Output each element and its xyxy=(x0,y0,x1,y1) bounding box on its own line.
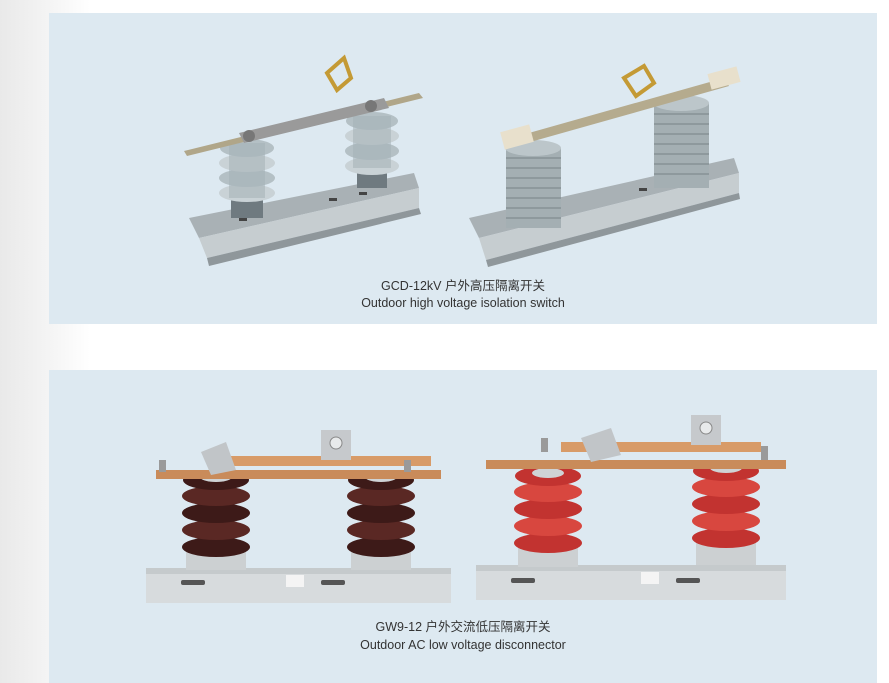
product-image-gcd-right xyxy=(469,63,741,267)
caption-en: Outdoor AC low voltage disconnector xyxy=(360,638,566,652)
product-panel-gcd: GCD-12kV 户外高压隔离开关 Outdoor high voltage i… xyxy=(49,13,877,324)
product-image-gw9-left xyxy=(146,430,451,603)
caption-cn: GCD-12kV 户外高压隔离开关 xyxy=(381,279,545,293)
product-image-gw9-right xyxy=(476,415,786,600)
caption-cn: GW9-12 户外交流低压隔离开关 xyxy=(375,620,551,634)
product-image-gcd-left xyxy=(184,54,423,266)
product-panel-gw9: GW9-12 户外交流低压隔离开关 Outdoor AC low voltage… xyxy=(49,370,877,683)
caption-en: Outdoor high voltage isolation switch xyxy=(361,296,565,310)
